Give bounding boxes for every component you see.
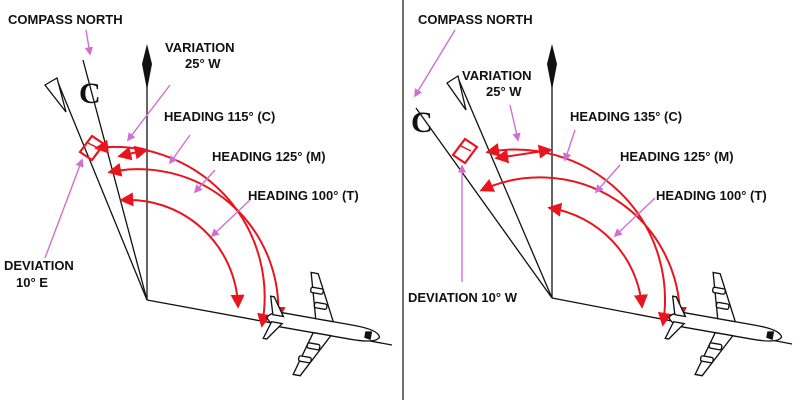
true-north-arrow-icon [142, 44, 152, 90]
variation-value: 25° W [486, 84, 522, 99]
compass-letter: C [411, 106, 433, 139]
compass-letter: C [79, 77, 101, 110]
true-heading-arc [119, 192, 245, 309]
magnetic-north-line [457, 77, 553, 299]
heading-c-pointer [169, 134, 191, 165]
heading-m-pointer [193, 169, 216, 194]
heading-m-label: HEADING 125° (M) [620, 149, 734, 164]
heading-c-label: HEADING 115° (C) [164, 109, 275, 124]
magnetic-north-arrow-icon [446, 74, 467, 111]
variation-label: VARIATION [165, 40, 235, 55]
heading-m-pointer [594, 164, 621, 194]
compass-north-pointer [84, 29, 94, 56]
compass-heading-arc [94, 139, 271, 328]
compass-north-line [415, 107, 553, 299]
heading-t-label: HEADING 100° (T) [656, 188, 767, 203]
true-north-arrow-icon [547, 44, 557, 90]
deviation-diamond-icon [451, 137, 479, 165]
magnetic-heading-arc [479, 176, 688, 321]
compass-north-label: COMPASS NORTH [418, 12, 533, 27]
heading-c-pointer [563, 129, 576, 162]
deviation-pointer [44, 158, 84, 259]
panel-right: C COMPASS NORTH VARIATION 25° W HEADING … [408, 12, 793, 389]
magnetic-north-arrow-icon [44, 77, 67, 113]
compass-north-label: COMPASS NORTH [8, 12, 123, 27]
heading-c-label: HEADING 135° (C) [570, 109, 682, 124]
variation-label: VARIATION [462, 68, 532, 83]
panel-left: C COMPASS NORTH VARIATION 25° W HEADING … [4, 12, 393, 389]
deviation-label: DEVIATION [4, 258, 74, 273]
deviation-label: DEVIATION 10° W [408, 290, 518, 305]
heading-m-label: HEADING 125° (M) [212, 149, 326, 164]
aircraft-icon [662, 265, 792, 389]
true-heading-arc [547, 202, 648, 309]
deviation-arrow-icon [85, 141, 99, 149]
aircraft-icon [260, 265, 390, 389]
variation-pointer [126, 84, 171, 142]
heading-t-pointer [613, 197, 656, 238]
variation-arc [494, 144, 553, 164]
variation-pointer [509, 104, 521, 142]
compass-north-pointer [414, 29, 456, 98]
deviation-arrow-icon [458, 144, 472, 152]
deviation-value: 10° E [16, 275, 48, 290]
variation-value: 25° W [185, 56, 221, 71]
variation-arc [117, 145, 149, 161]
heading-t-label: HEADING 100° (T) [248, 188, 359, 203]
heading-t-pointer [210, 199, 251, 238]
